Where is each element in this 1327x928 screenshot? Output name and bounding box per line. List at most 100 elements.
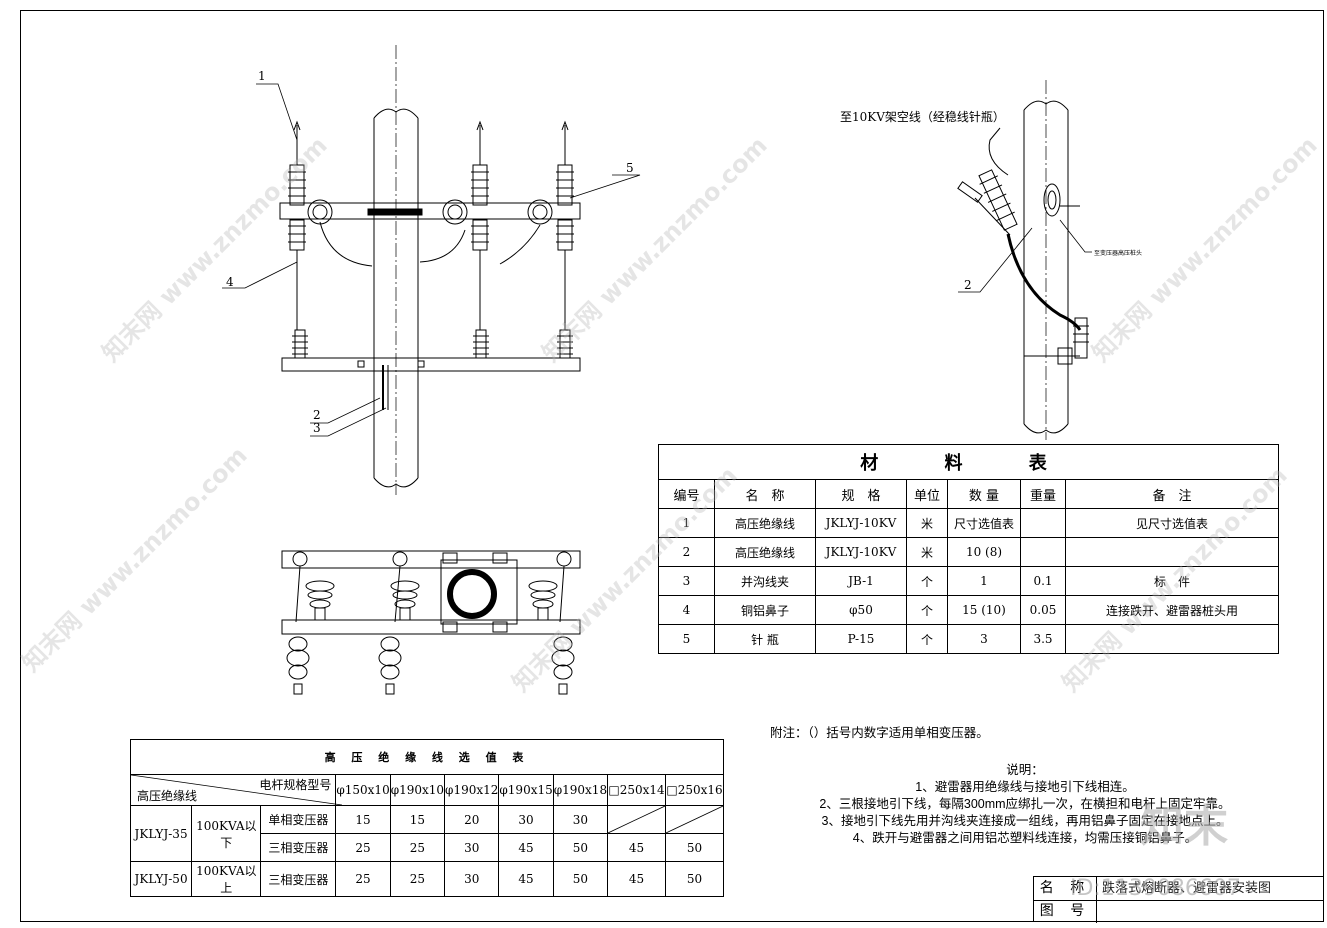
cell: 50 [665, 861, 724, 897]
cell: 1 [947, 566, 1021, 596]
notes-block: 说明： 1、避雷器用绝缘线与接地引下线相连。 2、三根接地引下线，每隔300mm… [790, 762, 1260, 847]
cell: 2 [658, 537, 715, 567]
empty-cell [665, 805, 724, 834]
cell: 30 [498, 805, 554, 834]
cell: 30 [444, 833, 500, 862]
cell: 个 [906, 595, 948, 625]
wire-selection-table: 高 压 绝 缘 线 选 值 表 电杆规格型号 高压绝缘线 φ150x10 φ19… [129, 739, 724, 897]
callout-2: 2 [313, 408, 321, 422]
cell: 针 瓶 [714, 624, 816, 654]
number-label: 图 号 [1034, 900, 1097, 923]
cell: φ50 [815, 595, 907, 625]
title-block-name-row: 名 称 跌落式熔断器、避雷器安装图 [1034, 877, 1324, 901]
table-row: JKLYJ-35 100KVA以下 单相变压器 15 15 20 30 30 [129, 805, 724, 862]
cell: 三相变压器 [260, 861, 337, 897]
cell: 3.5 [1020, 624, 1066, 654]
cell: 米 [906, 508, 948, 538]
transformer-terminal-label: 至变压器高压桩头 [1094, 249, 1142, 257]
cell: 45 [498, 861, 554, 897]
cell: 25 [389, 833, 446, 862]
cell: 单相变压器 [260, 805, 337, 834]
empty-cell [607, 805, 667, 834]
callout-3: 3 [313, 421, 321, 435]
callout-1: 1 [258, 69, 266, 83]
column-header: φ150x10 [335, 774, 391, 806]
note-item: 1、避雷器用绝缘线与接地引下线相连。 [915, 780, 1135, 794]
name-value: 跌落式熔断器、避雷器安装图 [1102, 881, 1272, 896]
cell: P-15 [815, 624, 907, 654]
cell: 0.1 [1020, 566, 1066, 596]
name-label: 名 称 [1034, 877, 1097, 900]
title-block: 名 称 跌落式熔断器、避雷器安装图 图 号 [1033, 876, 1324, 923]
cell: 45 [607, 833, 667, 862]
cell: 5 [658, 624, 715, 654]
front-upper-crossarm [279, 199, 581, 267]
cell: 45 [607, 861, 667, 897]
cell: JKLYJ-50 [129, 861, 193, 897]
cell: 30 [552, 805, 609, 834]
cell: 高压绝缘线 [714, 508, 816, 538]
cell: JB-1 [815, 566, 907, 596]
header-cell: 数 量 [947, 479, 1021, 509]
cell: 4 [658, 595, 715, 625]
cell: 铜铝鼻子 [714, 595, 816, 625]
id-watermark: ID:1139086607 [1070, 876, 1241, 901]
header-cell: 重量 [1020, 479, 1066, 509]
cell: 15 (10) [947, 595, 1021, 625]
header-cell: 名 称 [714, 479, 816, 509]
footnote: 附注：（）括号内数字适用单相变压器。 [770, 726, 989, 740]
front-pole [367, 45, 423, 495]
cell: 并沟线夹 [714, 566, 816, 596]
side-view [957, 80, 1092, 440]
cell: 10 (8) [947, 537, 1021, 567]
header-cell: 编号 [658, 479, 715, 509]
title-block-number-row: 图 号 [1034, 900, 1324, 923]
material-table-title: 材 料 表 [658, 444, 1279, 480]
cell: 0.05 [1020, 595, 1066, 625]
cell [1065, 624, 1279, 654]
cell: 3 [658, 566, 715, 596]
note-item: 3、接地引下线先用并沟线夹连接成一组线，再用铝鼻子固定在接地点上。 [821, 814, 1229, 828]
top-view [281, 550, 581, 695]
corner-top-label: 电杆规格型号 [259, 778, 332, 792]
callout-4: 4 [226, 275, 234, 289]
cell: 见尺寸选值表 [1065, 508, 1279, 538]
cell: 50 [665, 833, 724, 862]
note-item: 2、三根接地引下线，每隔300mm应绑扎一次，在横担和电杆上固定牢靠。 [819, 797, 1231, 811]
column-header: □250x14 [607, 774, 667, 806]
column-header: φ190x10 [389, 774, 446, 806]
cell [1020, 508, 1066, 538]
cell: 标 件 [1065, 566, 1279, 596]
cell: 30 [444, 861, 500, 897]
header-cell: 单位 [906, 479, 948, 509]
table-row: 三相变压器 25 25 30 45 50 45 50 [131, 833, 724, 862]
cell: 3 [947, 624, 1021, 654]
drawing-frame [20, 10, 1324, 922]
material-table-header: 编号 名 称 规 格 单位 数 量 重量 备 注 [658, 479, 1279, 509]
callout-5: 5 [626, 161, 634, 175]
cell: JKLYJ-10KV [815, 508, 907, 538]
header-cell: 规 格 [815, 479, 907, 509]
column-header: φ190x18 [552, 774, 609, 806]
corner-bottom-label: 高压绝缘线 [137, 789, 198, 803]
table-row: JKLYJ-50 100KVA以上 三相变压器 25 25 30 45 50 4… [129, 861, 724, 897]
note-item: 4、跌开与避雷器之间用铝芯塑料线连接，均需压接铜铝鼻子。 [852, 831, 1198, 845]
cell: 米 [906, 537, 948, 567]
front-leaders [222, 83, 641, 437]
cell: 高压绝缘线 [714, 537, 816, 567]
wire-table-title: 高 压 绝 缘 线 选 值 表 [130, 739, 724, 775]
cell: 50 [552, 833, 609, 862]
cell: 个 [906, 624, 948, 654]
front-lower-crossarm [281, 357, 581, 410]
cell: 个 [906, 566, 948, 596]
corner-cell: 电杆规格型号 高压绝缘线 [129, 774, 342, 806]
column-header: φ190x12 [444, 774, 500, 806]
cell: 15 [335, 805, 391, 834]
column-header: φ190x15 [498, 774, 554, 806]
cell: 25 [335, 833, 391, 862]
cell: 尺寸选值表 [947, 508, 1021, 538]
